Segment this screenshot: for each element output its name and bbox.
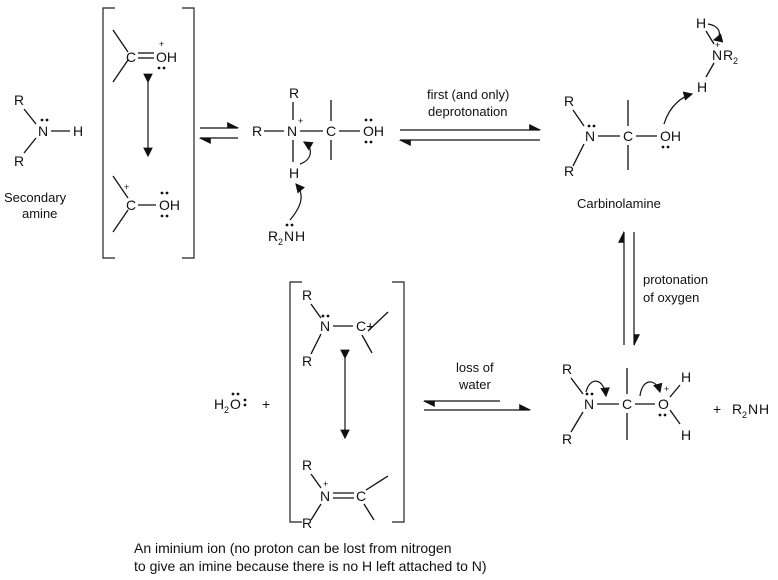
atom-o: O	[230, 396, 241, 412]
atom-c: C	[126, 197, 136, 213]
atom-r: R	[302, 287, 312, 303]
loss-of-water-step: loss of water	[422, 360, 532, 411]
label-first-only: first (and only)	[427, 87, 509, 102]
charge-plus: +	[323, 479, 328, 489]
atom-o: O	[658, 396, 669, 412]
protonation-step: protonation of oxygen	[618, 230, 708, 347]
plus-sign: +	[262, 396, 270, 412]
atom-n: N	[287, 123, 297, 139]
label-water: water	[458, 377, 491, 392]
atom-h: H	[681, 427, 691, 443]
base-n: N	[284, 228, 294, 244]
plus-sign: +	[713, 401, 721, 417]
atom-n: N	[712, 47, 722, 63]
atom-oh: OH	[660, 128, 681, 144]
ammonium-acid: H N + R 2 H	[696, 15, 738, 95]
atom-r: R	[562, 361, 572, 377]
atom-c: C	[356, 488, 366, 504]
label-of-oxygen: of oxygen	[643, 290, 699, 305]
atom-n: N	[584, 396, 594, 412]
label-secondary: Secondary	[4, 190, 67, 205]
atom-r: R	[14, 153, 24, 169]
atom-h: H	[289, 165, 299, 181]
atom-oh: OH	[363, 123, 384, 139]
equilibrium-arrow-1	[198, 122, 240, 144]
atom-r: R	[302, 515, 312, 531]
atom-h: H	[73, 123, 83, 139]
atom-r: R	[562, 431, 572, 447]
carbinolamine: R N R C OH Carbinolamine	[564, 91, 694, 211]
atom-r: R	[302, 353, 312, 369]
label-deprotonation: deprotonation	[428, 104, 508, 119]
atom-r: R	[564, 93, 574, 109]
subscript-2: 2	[224, 405, 229, 415]
atom-c: C	[126, 49, 136, 65]
atom-h: H	[696, 15, 706, 31]
charge-plus: +	[159, 39, 164, 49]
caption-line-2: to give an imine because there is no H l…	[134, 558, 487, 574]
atom-r: R	[252, 123, 262, 139]
atom-c: C	[622, 396, 632, 412]
water-product: H 2 O +	[214, 392, 270, 415]
atom-c: C	[623, 128, 633, 144]
subscript-2: 2	[733, 56, 738, 66]
atom-h: H	[697, 79, 707, 95]
label-amine: amine	[22, 206, 57, 221]
atom-n: N	[585, 128, 595, 144]
atom-c: C	[326, 123, 336, 139]
charge-plus: +	[298, 116, 303, 126]
protonated-carbinolamine: R N R C O + H H + R 2 N H	[562, 361, 769, 447]
atom-n: N	[320, 488, 330, 504]
subscript-2: 2	[278, 237, 283, 247]
atom-n: N	[38, 123, 48, 139]
secondary-amine: R N H R Secondary amine	[4, 92, 83, 221]
atom-oh: OH	[159, 197, 180, 213]
amine-nh: N	[748, 401, 758, 417]
atom-n: N	[320, 318, 330, 334]
atom-r: R	[14, 92, 24, 108]
atom-h: H	[681, 369, 691, 385]
caption: An iminium ion (no proton can be lost fr…	[134, 540, 487, 574]
base-h: H	[295, 228, 305, 244]
atom-h: H	[214, 396, 224, 412]
resonance-bracket-carbonyl: C OH + C + OH	[102, 7, 195, 259]
label-loss-of: loss of	[456, 360, 494, 375]
amine-r: R	[732, 401, 742, 417]
ammonium-adduct: R R N + C OH H R 2 N H	[252, 85, 384, 247]
charge-plus: +	[124, 182, 129, 192]
atom-r: R	[289, 85, 299, 101]
atom-r: R	[302, 457, 312, 473]
subscript-2: 2	[742, 410, 747, 420]
amine-h: H	[759, 401, 769, 417]
charge-plus: +	[715, 40, 720, 50]
charge-plus: +	[664, 384, 669, 394]
label-carbinolamine: Carbinolamine	[577, 196, 661, 211]
base-r: R	[268, 228, 278, 244]
atom-oh: OH	[156, 49, 177, 65]
label-protonation: protonation	[643, 272, 708, 287]
deprotonation-step: first (and only) deprotonation	[398, 87, 542, 146]
atom-r: R	[723, 47, 733, 63]
caption-line-1: An iminium ion (no proton can be lost fr…	[134, 540, 452, 556]
atom-c-plus: C+	[356, 318, 374, 334]
resonance-bracket-iminium: R N R C+ R N + R C	[289, 281, 405, 531]
atom-r: R	[564, 163, 574, 179]
